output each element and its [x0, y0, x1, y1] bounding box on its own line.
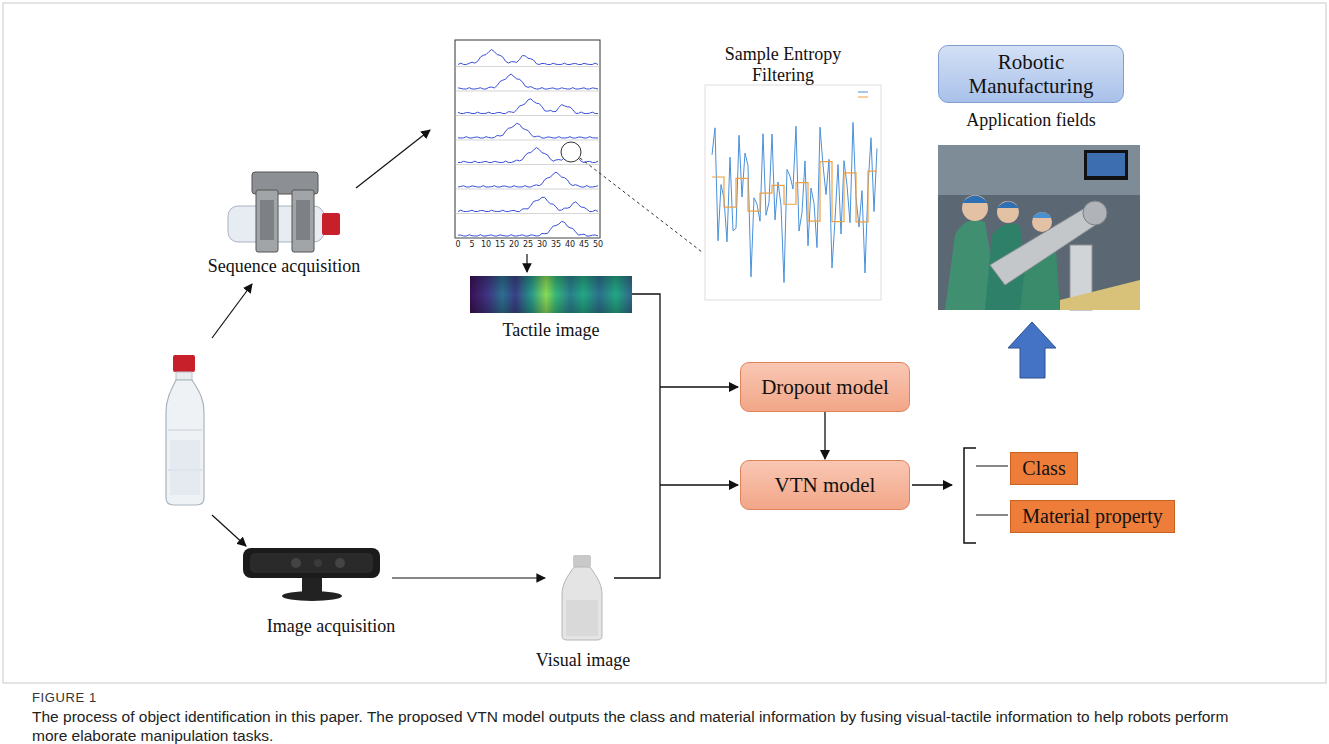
row-rule: [455, 91, 600, 92]
axis-tick: 15: [495, 240, 505, 249]
filtered-signal: [712, 162, 877, 222]
tactile-signal: [458, 221, 598, 236]
figure-caption: The process of object identification in …: [32, 708, 1232, 744]
row-rule: [455, 164, 600, 165]
tactile-signal: [458, 172, 598, 187]
application-box: Robotic Manufacturing: [938, 45, 1124, 103]
row-rule: [455, 213, 600, 214]
axis-tick: 40: [565, 240, 575, 249]
box-text: VTN model: [775, 473, 876, 497]
part-label: Tactile image: [502, 320, 599, 341]
model-box: VTN model: [740, 460, 910, 510]
legend-line: [858, 92, 868, 93]
axis-tick: 20: [509, 240, 519, 249]
camera-picture: [243, 548, 380, 601]
flow-arrow: [526, 254, 527, 272]
box-text: Class: [1022, 457, 1065, 480]
tactile-image: [470, 276, 632, 313]
zoom-leader: [580, 158, 702, 252]
flow-arrow: [356, 130, 430, 188]
legend-line: [858, 97, 868, 98]
surgery-photo: [938, 145, 1140, 310]
flow-arrow: [212, 515, 246, 546]
row-rule: [455, 115, 600, 116]
axis-tick: 45: [579, 240, 589, 249]
zoom-circle: [561, 142, 581, 162]
tactile-signals: [455, 50, 600, 238]
tactile-signal: [458, 50, 598, 65]
axis-tick: 30: [537, 240, 547, 249]
flow-arrow: [212, 284, 252, 338]
connector-arrow: [824, 412, 825, 459]
bracket-tick: [976, 466, 1008, 515]
figure-frame: [3, 3, 1326, 683]
model-box: Dropout model: [740, 362, 910, 412]
row-rule: [455, 189, 600, 190]
axis-tick: 5: [469, 240, 474, 249]
axis-tick: 50: [593, 240, 603, 249]
flow-arrow: [392, 577, 545, 578]
visual-image: [562, 555, 602, 640]
tactile-signal: [458, 74, 598, 89]
row-rule: [455, 238, 600, 239]
axis-tick: 35: [551, 240, 561, 249]
feed-arrow: [660, 386, 738, 387]
gripper-picture: [228, 172, 340, 252]
bracket: [964, 448, 976, 543]
tactile-signal: [458, 123, 598, 138]
part-label: Image acquisition: [267, 616, 395, 637]
output-box: Material property: [1010, 500, 1175, 533]
feed-arrow: [660, 484, 738, 485]
row-rule: [455, 140, 600, 141]
entropy-plot: [705, 85, 881, 300]
feed-line: [614, 294, 660, 578]
tactile-image-shade: [470, 276, 632, 313]
row-rule: [455, 66, 600, 67]
part-label: Visual image: [536, 650, 630, 671]
part-label: Sequence acquisition: [208, 256, 360, 277]
box-text: Robotic Manufacturing: [947, 50, 1115, 98]
box-text: Dropout model: [761, 375, 889, 399]
axis-tick: 0: [455, 240, 460, 249]
bottle-picture: [166, 355, 204, 505]
output-box: Class: [1010, 452, 1078, 485]
part-label: Sample Entropy Filtering: [713, 44, 853, 85]
output-arrow: [912, 484, 952, 485]
box-text: Material property: [1022, 505, 1163, 528]
part-label: Application fields: [966, 110, 1095, 131]
tactile-plot: [455, 40, 600, 238]
tactile-signal: [458, 197, 598, 211]
entropy-signals: [712, 122, 877, 282]
axis-tick: 25: [523, 240, 533, 249]
raw-signal: [712, 122, 877, 282]
figure-number: FIGURE 1: [32, 690, 97, 705]
tactile-signal: [458, 99, 598, 114]
up-arrow: [1008, 322, 1056, 378]
axis-tick: 10: [481, 240, 491, 249]
